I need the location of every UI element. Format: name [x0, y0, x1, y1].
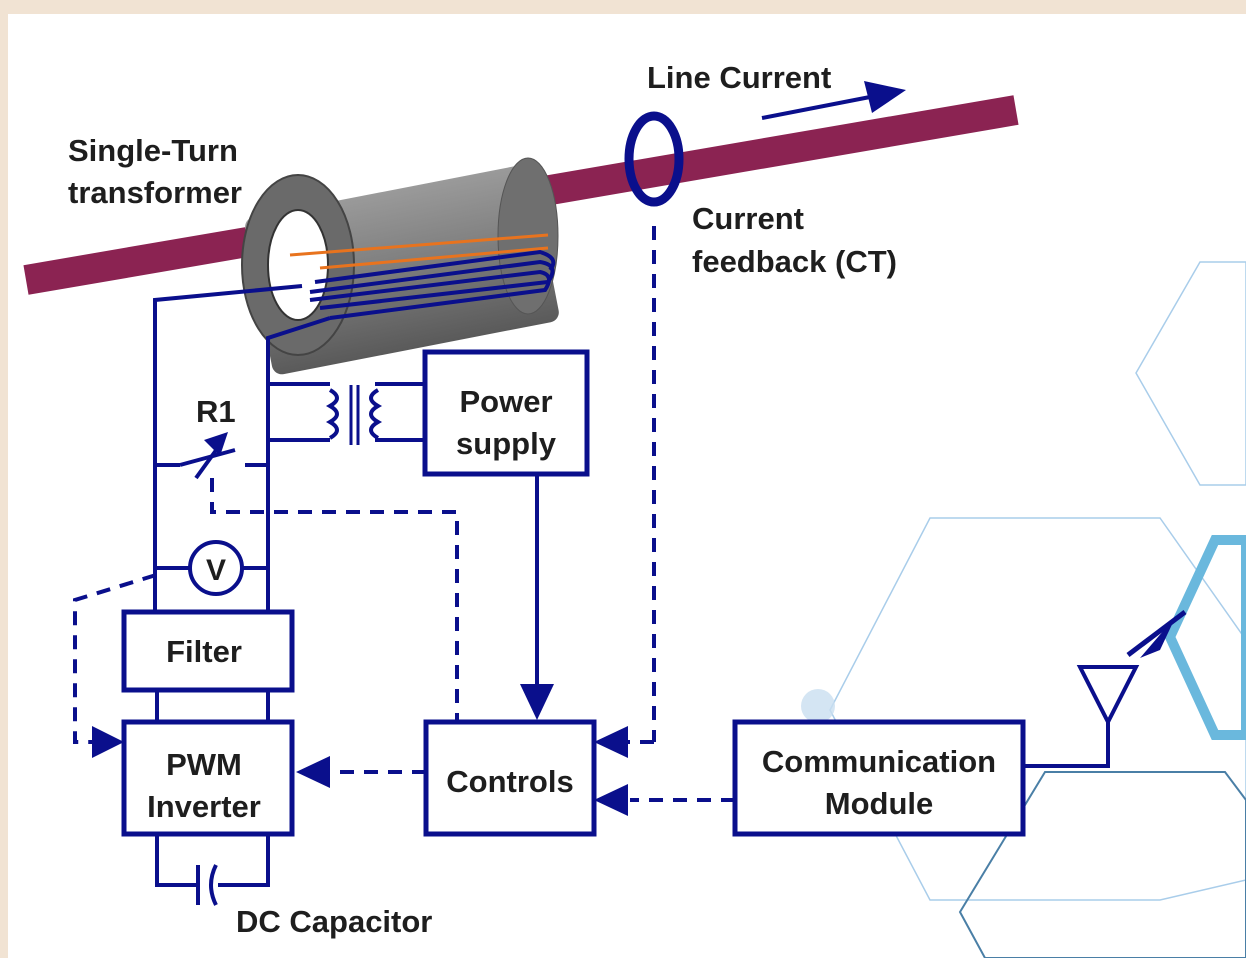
- arrow-into-controls-from-comm: [594, 784, 628, 816]
- controls-label: Controls: [446, 764, 573, 799]
- dc-capacitor: [155, 834, 270, 906]
- voltmeter: V: [155, 540, 268, 596]
- single-turn-label-1: Single-Turn: [68, 133, 238, 168]
- line-current-label: Line Current: [647, 60, 831, 95]
- communication-module-block: [732, 719, 1026, 837]
- r1-label: R1: [196, 394, 236, 429]
- arrow-into-pwm-left: [92, 726, 124, 758]
- pwm-label-2: Inverter: [147, 789, 261, 824]
- arrow-into-controls-from-ct: [594, 726, 628, 758]
- comm-label-1: Communication: [762, 744, 996, 779]
- r1-switch: [155, 432, 268, 480]
- pwm-label-1: PWM: [166, 747, 242, 782]
- current-transformer-ring: [624, 111, 684, 207]
- current-feedback-label-2: feedback (CT): [692, 244, 897, 279]
- power-supply-block: [422, 349, 590, 477]
- comm-label-2: Module: [825, 786, 934, 821]
- filter-block: [121, 609, 295, 693]
- voltmeter-label: V: [206, 554, 226, 587]
- power-supply-label-1: Power: [459, 384, 552, 419]
- left-wiring: [153, 284, 425, 612]
- filter-label: Filter: [166, 634, 242, 669]
- pwm-inverter-block: [121, 719, 295, 837]
- current-feedback-label-1: Current: [692, 201, 804, 236]
- arrow-into-controls-from-power: [520, 684, 554, 720]
- controls-block: [423, 719, 597, 837]
- single-turn-label-2: transformer: [68, 175, 242, 210]
- power-supply-label-2: supply: [456, 426, 557, 461]
- arrow-into-pwm-from-controls: [296, 756, 330, 788]
- dc-capacitor-label: DC Capacitor: [236, 904, 432, 939]
- antenna-icon: [1023, 610, 1187, 768]
- single-turn-transformer: [241, 157, 559, 375]
- line-current-arrow: [761, 81, 906, 120]
